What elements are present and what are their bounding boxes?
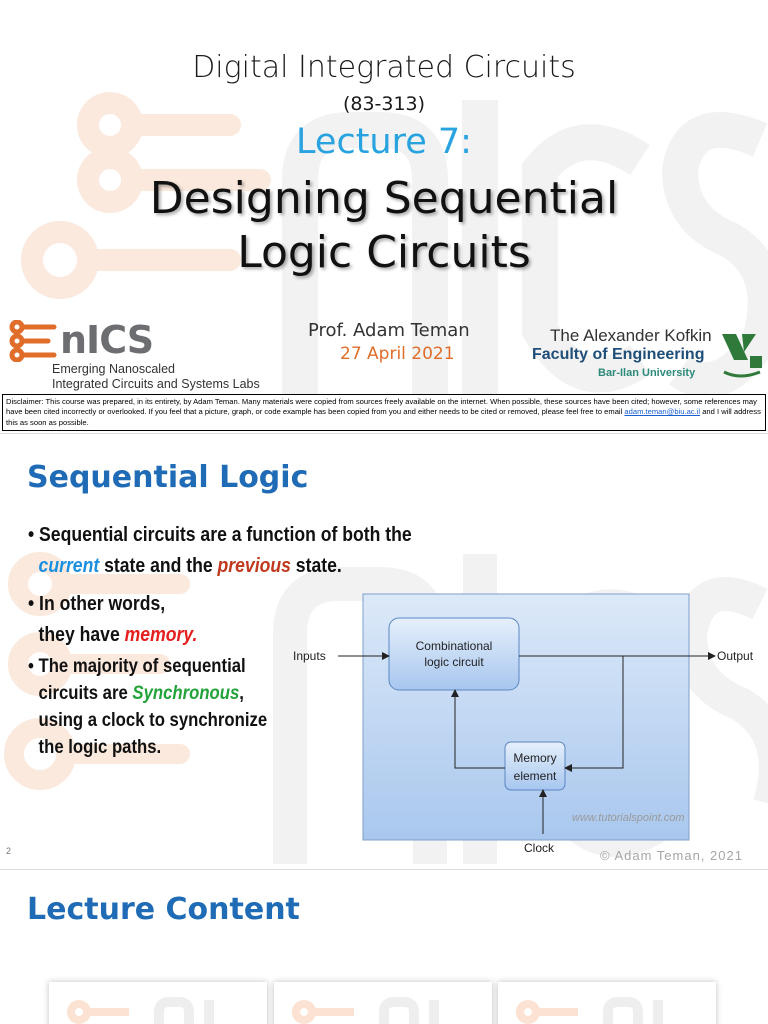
bullet-3-line2: circuits are Synchronous, (28, 680, 244, 707)
synchronous-emphasis: Synchronous (132, 683, 240, 704)
faculty-line1: The Alexander Kofkin (550, 326, 712, 345)
bullet-2-line1: • In other words, (28, 593, 166, 615)
lecture-title-line2: Logic Circuits (237, 227, 531, 278)
feedback-to-memory (564, 656, 624, 772)
thumbnail-watermark (516, 997, 663, 1024)
thumbnail-watermark (67, 997, 214, 1024)
clock-label: Clock (524, 841, 555, 855)
bullet-2-prefix: they have (38, 624, 125, 646)
content-thumbnail (49, 982, 267, 1024)
enics-subtitle: Emerging Nanoscaled Integrated Circuits … (52, 362, 260, 392)
bullet-1-line1: • Sequential circuits are a function of … (28, 524, 412, 546)
sequential-circuit-diagram: Inputs Output Combinational logic circui… (293, 593, 754, 855)
previous-emphasis: previous (217, 555, 291, 577)
enics-e-icon (9, 320, 57, 362)
bullet-2: • In other words, they have memory. (28, 589, 292, 651)
enics-subtitle-line2: Integrated Circuits and Systems Labs (52, 377, 260, 391)
bullet-3-line1: • The majority of sequential (28, 656, 246, 677)
bullet-3-prefix: circuits are (38, 683, 133, 704)
course-code: (83-313) (342, 93, 426, 115)
memory-emphasis: memory. (124, 624, 198, 646)
enics-wordmark: nICS (60, 318, 154, 362)
output-label: Output (717, 649, 754, 663)
current-emphasis: current (38, 555, 100, 577)
slide-title: Sequential Logic (27, 460, 309, 495)
course-title: Digital Integrated Circuits (192, 50, 576, 85)
thumbnail-watermark (292, 997, 439, 1024)
slide-title: Lecture Content (27, 892, 300, 927)
memory-label-line2: element (514, 769, 557, 783)
lecture-title: Designing Sequential Logic Circuits (0, 172, 768, 280)
combinational-logic-box (388, 617, 520, 691)
disclaimer-box: Disclaimer: This course was prepared, in… (2, 394, 766, 431)
content-thumbnail (274, 982, 492, 1024)
bullet-3-line3: using a clock to synchronize (38, 710, 268, 731)
enics-logo: nICS Emerging Nanoscaled Integrated Circ… (8, 318, 298, 394)
bullet-1: • Sequential circuits are a function of … (28, 520, 521, 582)
faculty-line2: Faculty of Engineering (532, 346, 705, 363)
enics-subtitle-line1: Emerging Nanoscaled (52, 362, 175, 376)
content-thumbnail (498, 982, 716, 1024)
lecture-number: Lecture 7: (296, 122, 472, 162)
inputs-label: Inputs (293, 649, 326, 663)
bullet-3-line4: the logic paths. (38, 737, 162, 758)
lecture-date: 27 April 2021 (340, 344, 455, 364)
disclaimer-email-link[interactable]: adam.teman@biu.ac.il (624, 407, 701, 417)
slide-number: 2 (6, 846, 12, 856)
combinational-label-line2: logic circuit (424, 655, 484, 669)
memory-label-line1: Memory (513, 751, 556, 765)
faculty-line3: Bar-Ilan University (598, 367, 696, 379)
disclaimer-text: Disclaimer: This course was prepared, in… (6, 397, 757, 417)
disclaimer-text-end: and I will address this as soon as possi… (6, 407, 761, 427)
bullet-1-mid: state and the (99, 555, 218, 577)
combinational-label-line1: Combinational (416, 639, 493, 653)
faculty-logo: The Alexander Kofkin Faculty of Engineer… (528, 326, 768, 386)
bullet-1-line2: current state and the previous state. (28, 551, 342, 582)
author-name: Prof. Adam Teman (308, 320, 470, 341)
memory-to-logic (451, 689, 505, 769)
title-slide: Digital Integrated Circuits (83-313) Lec… (0, 0, 768, 433)
sequential-logic-slide: Sequential Logic • Sequential circuits a… (0, 433, 768, 869)
bar-ilan-emblem-icon (722, 334, 762, 378)
lecture-title-line1: Designing Sequential (149, 173, 619, 224)
lecture-content-slide: Lecture Content (0, 869, 768, 1024)
source-credit: www.tutorialspoint.com (572, 812, 685, 824)
bullet-3-comma: , (239, 683, 244, 704)
bullet-1-suffix: state. (290, 555, 342, 577)
bullet-3: • The majority of sequential circuits ar… (28, 653, 327, 761)
copyright: © Adam Teman, 2021 (600, 848, 743, 863)
bullet-2-line2: they have memory. (28, 620, 198, 651)
